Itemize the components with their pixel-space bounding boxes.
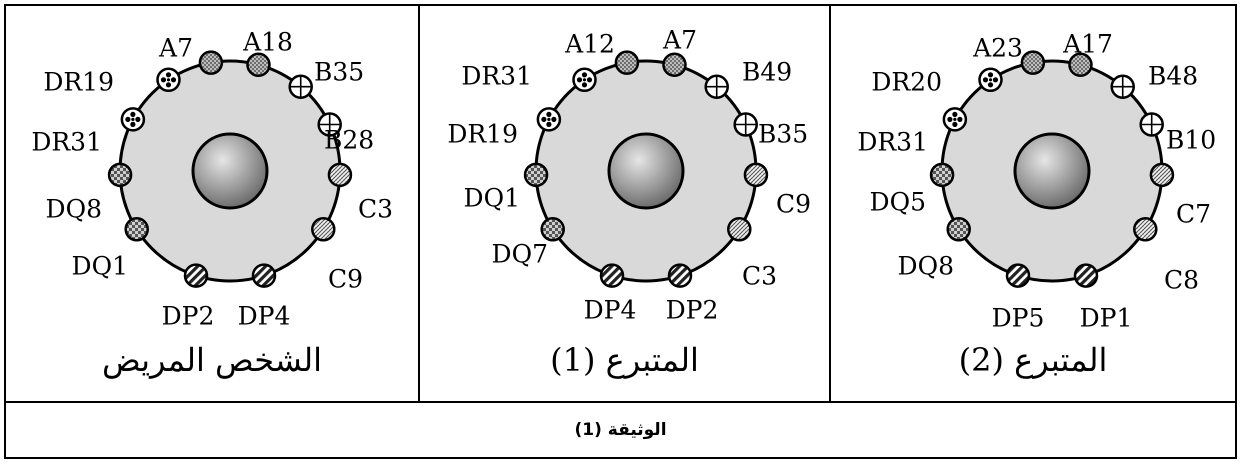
hla-marker-dp5	[1005, 263, 1031, 288]
marker-label: C7	[1176, 200, 1211, 229]
marker-label: DR19	[447, 120, 518, 149]
marker-label: C9	[328, 265, 363, 294]
hla-marker-c3	[327, 162, 353, 188]
marker-label: DR19	[43, 68, 114, 97]
hla-marker-dq7	[540, 217, 565, 242]
hla-marker-c7	[1149, 162, 1175, 188]
hla-marker-c9	[311, 217, 336, 242]
hla-marker-dp2	[667, 263, 693, 288]
hla-marker-dr31	[572, 67, 597, 93]
document-footer: الوثيقة (1)	[6, 401, 1235, 457]
hla-marker-c3	[727, 217, 752, 242]
marker-label: DR31	[461, 62, 532, 91]
marker-label: DP2	[666, 296, 719, 325]
marker-label: DR31	[857, 128, 928, 157]
cell-nucleus	[191, 132, 269, 210]
marker-label: C8	[1164, 266, 1199, 295]
marker-label: A7	[158, 34, 193, 63]
hla-marker-b35	[733, 112, 758, 137]
hla-marker-dp1	[1073, 263, 1099, 288]
marker-label: B10	[1166, 126, 1216, 155]
marker-label: DQ7	[492, 240, 548, 269]
hla-marker-a23	[1020, 50, 1046, 75]
hla-marker-c9	[743, 162, 769, 188]
marker-label: A18	[242, 28, 293, 57]
hla-marker-dp4	[251, 263, 277, 288]
hla-marker-dr31	[942, 107, 968, 132]
marker-label: DQ1	[72, 252, 128, 281]
marker-label: B48	[1148, 62, 1198, 91]
marker-label: C9	[776, 190, 811, 219]
marker-label: DR31	[31, 128, 102, 157]
marker-label: A17	[1062, 30, 1113, 59]
hla-marker-a7	[198, 50, 224, 75]
hla-marker-b10	[1139, 112, 1164, 137]
marker-label: B35	[758, 120, 808, 149]
marker-label: B35	[314, 58, 364, 87]
marker-label: B28	[324, 126, 374, 155]
marker-label: DP4	[584, 296, 637, 325]
marker-label: DP1	[1080, 304, 1133, 333]
marker-label: DQ5	[870, 188, 926, 217]
hla-marker-dq1	[523, 162, 549, 188]
marker-label: DQ1	[464, 184, 520, 213]
panel-caption: الشخص المريض	[101, 341, 323, 379]
hla-marker-b48	[1110, 74, 1135, 99]
marker-label: B49	[742, 58, 792, 87]
hla-marker-dq8	[107, 162, 133, 188]
hla-marker-a18	[246, 52, 271, 77]
hla-marker-dq5	[929, 162, 955, 188]
hla-marker-a17	[1068, 52, 1093, 77]
hla-marker-a7	[662, 52, 687, 77]
hla-marker-dr19	[156, 67, 181, 93]
document-title: الوثيقة (1)	[574, 420, 667, 440]
cell-nucleus	[607, 132, 685, 210]
hla-marker-a12	[614, 50, 640, 75]
hla-marker-dp2	[183, 263, 209, 288]
marker-label: A12	[564, 30, 615, 59]
marker-label: DP5	[992, 304, 1045, 333]
hla-marker-b35	[288, 74, 313, 99]
hla-marker-b49	[704, 74, 729, 99]
cell-nucleus	[1013, 132, 1091, 210]
marker-label: DP4	[238, 302, 291, 331]
hla-marker-dr20	[978, 67, 1003, 93]
marker-label: DQ8	[46, 195, 102, 224]
hla-marker-dq1	[124, 217, 149, 242]
hla-marker-c8	[1133, 217, 1158, 242]
hla-marker-dq8	[946, 217, 971, 242]
hla-marker-dr19	[536, 107, 562, 132]
marker-label: DR20	[871, 68, 942, 97]
panel-caption: المتبرع (1)	[550, 341, 699, 379]
panel-caption: المتبرع (2)	[958, 341, 1108, 379]
marker-label: DQ8	[898, 252, 954, 281]
marker-label: C3	[358, 195, 393, 224]
marker-label: C3	[742, 262, 777, 291]
hla-marker-dr31	[120, 107, 146, 132]
marker-label: DP2	[162, 302, 215, 331]
marker-label: A23	[972, 34, 1023, 63]
marker-label: A7	[662, 26, 697, 55]
hla-marker-b28	[317, 112, 342, 137]
hla-marker-dp4	[599, 263, 625, 288]
